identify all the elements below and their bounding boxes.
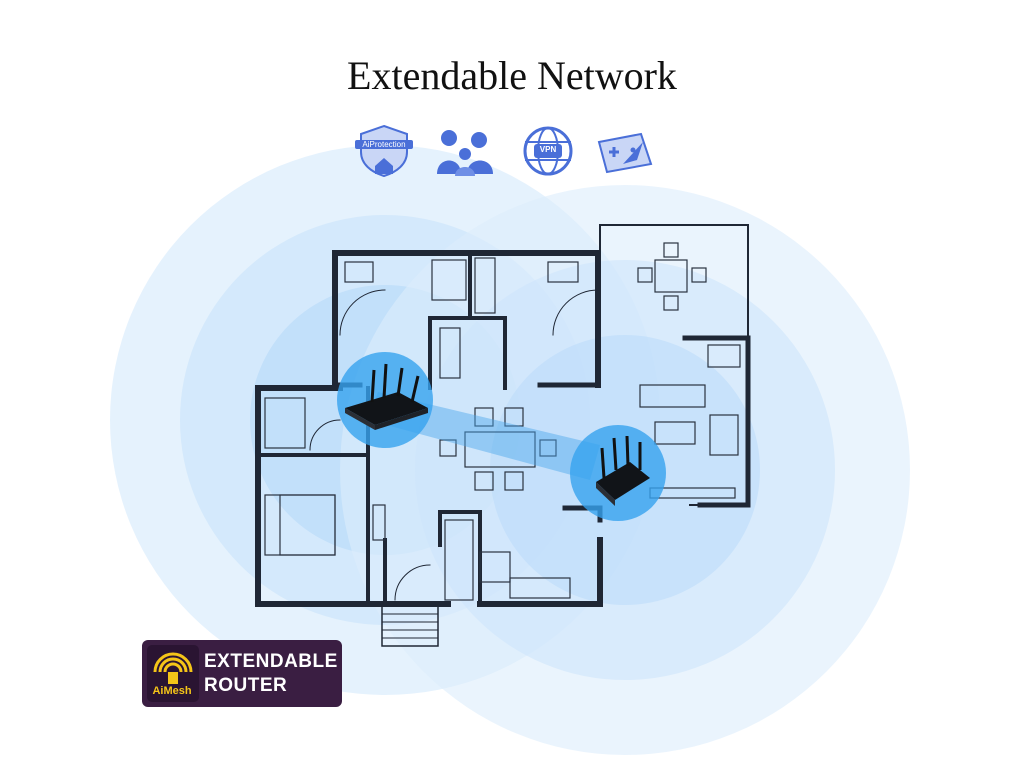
wifi-router-icon [596,435,650,506]
aimesh-logo-text: AiMesh [152,685,192,697]
aiprotection-label: AiProtection [355,140,413,149]
page-title: Extendable Network [347,53,677,98]
vpn-globe-icon [523,126,573,176]
badge-line-extendable: EXTENDABLE [204,651,338,672]
aimesh-extendable-router-badge: AiMesh EXTENDABLE ROUTER [142,640,342,707]
vpn-label: VPN [539,145,557,154]
furniture [264,242,741,601]
wifi-router-icon [345,363,428,430]
parental-controls-family-icon [437,130,493,176]
game-accelerator-icon [597,132,653,174]
aimesh-logo-icon [147,645,199,702]
badge-line-router: ROUTER [204,675,288,696]
aiprotection-shield-icon [360,124,408,178]
